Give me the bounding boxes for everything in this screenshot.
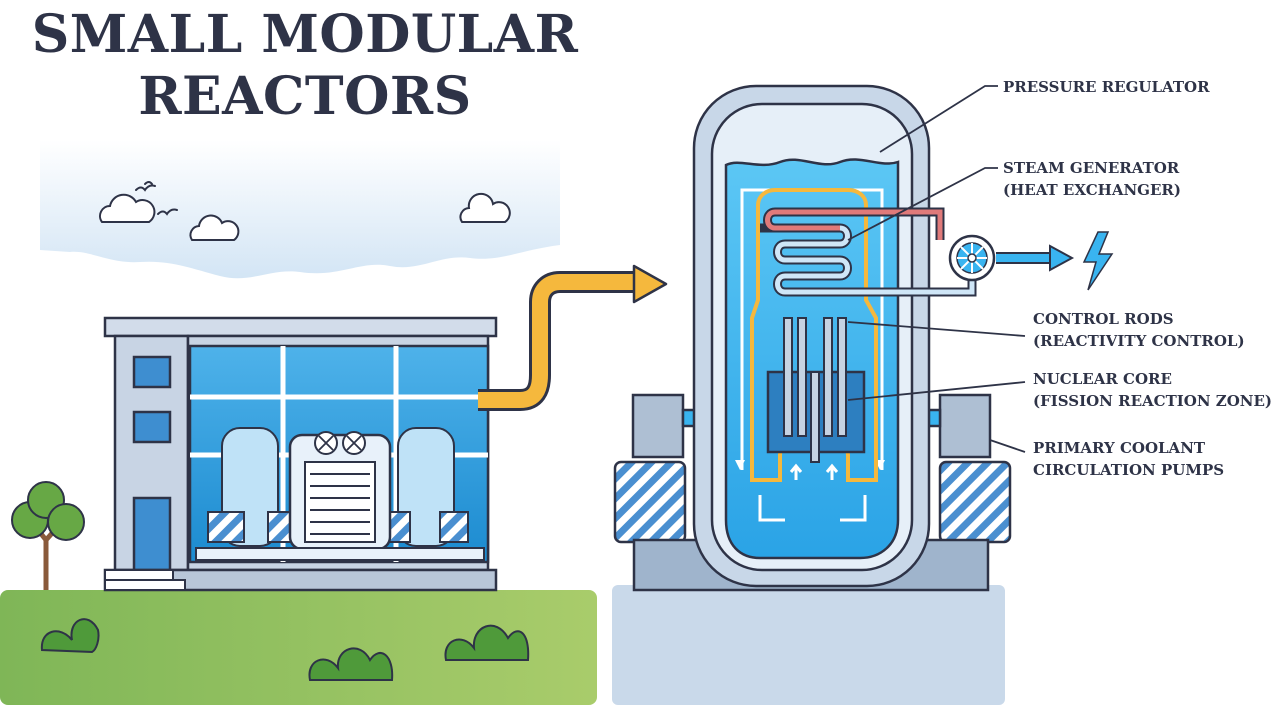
transfer-arrow	[478, 264, 668, 411]
bird-icon	[135, 181, 178, 216]
tree-icon	[11, 481, 85, 590]
sky	[40, 140, 560, 279]
plant-icon	[444, 624, 530, 661]
lightning-bolt-icon	[1082, 231, 1114, 291]
reactor-foundation	[612, 585, 1005, 705]
label-coolant-pumps-line2: CIRCULATION PUMPS	[1033, 461, 1225, 479]
leader-lines	[847, 85, 1026, 453]
label-coolant-pumps: PRIMARY COOLANT CIRCULATION PUMPS	[1033, 437, 1224, 481]
label-nuclear-core: NUCLEAR CORE (FISSION REACTION ZONE)	[1033, 368, 1272, 412]
label-nuclear-core-line2: (FISSION REACTION ZONE)	[1033, 392, 1273, 410]
cloud-icon	[459, 192, 511, 223]
label-steam-generator-line2: (HEAT EXCHANGER)	[1003, 181, 1181, 199]
plant-icon	[40, 618, 100, 654]
grass-ground	[0, 590, 597, 705]
label-control-rods-line2: (REACTIVITY CONTROL)	[1033, 332, 1245, 350]
label-control-rods: CONTROL RODS (REACTIVITY CONTROL)	[1033, 308, 1245, 352]
cloud-icon	[189, 214, 240, 241]
label-control-rods-line1: CONTROL RODS	[1033, 310, 1174, 328]
reactor-building	[103, 316, 498, 592]
turbine-icon	[948, 234, 996, 282]
reactor-vessel	[613, 84, 1012, 592]
power-output-arrow	[996, 244, 1075, 272]
page-title: SMALL MODULAR REACTORS	[20, 4, 590, 128]
plant-icon	[308, 647, 394, 681]
label-steam-generator-line1: STEAM GENERATOR	[1003, 159, 1180, 177]
title-line-1: SMALL MODULAR	[31, 4, 579, 65]
label-pressure-regulator: PRESSURE REGULATOR	[1003, 78, 1210, 96]
label-coolant-pumps-line1: PRIMARY COOLANT	[1033, 439, 1206, 457]
label-nuclear-core-line1: NUCLEAR CORE	[1033, 370, 1172, 388]
label-steam-generator: STEAM GENERATOR (HEAT EXCHANGER)	[1003, 157, 1181, 201]
title-line-2: REACTORS	[138, 66, 472, 127]
cloud-icon	[99, 193, 156, 223]
